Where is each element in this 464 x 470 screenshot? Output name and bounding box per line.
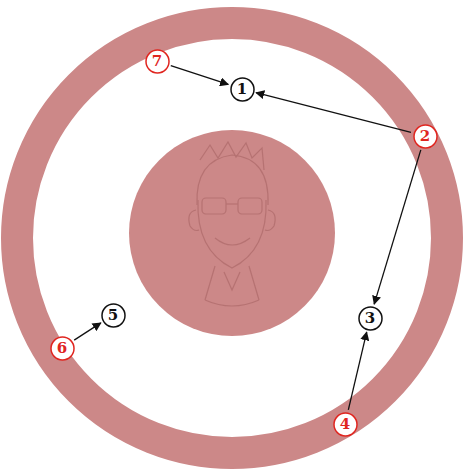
circled-number: 5 [101,303,126,328]
center-disk [129,130,335,336]
callout-number: 2 [420,129,430,144]
callout-number: 5 [108,308,118,323]
callout-number: 7 [152,54,162,69]
circled-number: 6 [50,336,75,361]
callout-number: 3 [365,311,375,326]
callout-number: 6 [57,341,67,356]
circled-number: 7 [145,49,170,74]
circled-number: 1 [230,77,255,102]
outer-ring [17,23,447,453]
callout-number: 1 [237,82,247,97]
circled-number: 2 [413,124,438,149]
arrow-connector [171,66,228,85]
arrow-connector [74,323,101,340]
arrow-connector [348,332,366,410]
callout-number: 4 [340,417,350,432]
circled-number: 3 [358,306,383,331]
circled-number: 4 [333,412,358,437]
arrow-connector [374,150,421,304]
arrow-connector [256,93,411,133]
face-sketch [189,142,275,306]
